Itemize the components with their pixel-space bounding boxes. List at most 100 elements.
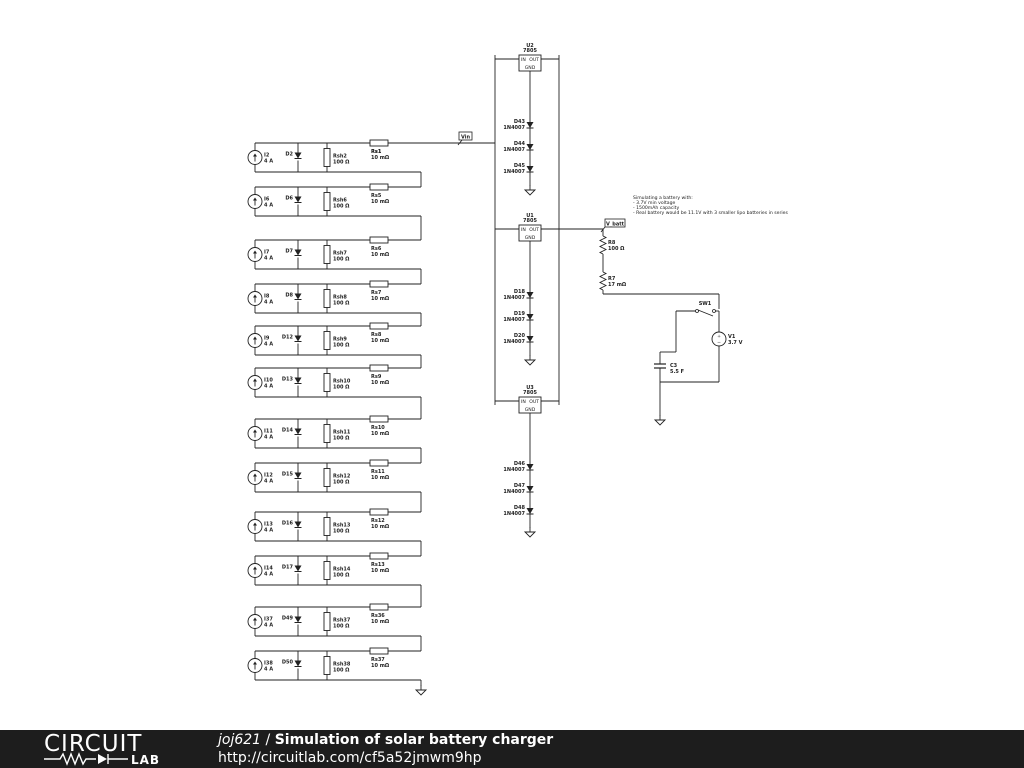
reg-ground-3 [523,527,537,538]
series-value-12: 10 mΩ [371,663,390,669]
reg-pin-gnd-1: GND [525,65,536,71]
voltage-source-v1 [711,331,727,347]
reg-diode-name-3-1: D46 [514,461,526,467]
series-name-11: Rs36 [371,613,385,619]
diode-name-3: D7 [285,249,293,255]
source-name-6: I10 [264,378,273,384]
reg-diode-3-2 [526,486,534,493]
bypass-diode-6 [294,377,302,384]
series-resistor-6 [369,364,389,372]
current-source-11 [247,614,263,629]
reg-pin-out-2: OUT [529,227,539,233]
shunt-name-4: Rsh8 [333,295,347,301]
reg-diode-part-2-2: 1N4007 [503,317,525,323]
current-source-12 [247,658,263,673]
shunt-resistor-12 [323,656,331,675]
reg-part-3: 7805 [523,390,537,396]
source-value-11: 4 A [264,623,273,629]
source-name-12: I38 [264,661,273,667]
source-value-4: 4 A [264,300,273,306]
vin-net-label [458,131,473,141]
circuit-url[interactable]: http://circuitlab.com/cf5a52jmwm9hp [218,750,482,766]
series-resistor-7 [369,415,389,423]
capacitor-ground [653,415,667,426]
diode-name-1: D2 [285,152,293,158]
author-link[interactable]: joj621 [218,732,262,748]
series-value-3: 10 mΩ [371,252,390,258]
reg-part-2: 7805 [523,218,537,224]
source-value-2: 4 A [264,203,273,209]
current-source-1 [247,150,263,165]
series-name-6: Rs9 [371,374,382,380]
reg-diode-name-1-1: D43 [514,119,526,125]
battery-note-line-1: Simulating a battery with: [633,195,693,201]
series-name-first: Rs1 [371,149,382,155]
current-source-4 [247,291,263,306]
circuitlab-logo[interactable]: CIRCUIT [44,731,143,757]
diode-name-2: D6 [285,196,293,202]
sw1-name: SW1 [699,301,712,307]
reg-pin-gnd-2: GND [525,235,536,241]
reg-pin-out-3: OUT [529,399,539,405]
shunt-name-11: Rsh37 [333,618,351,624]
series-value-5: 10 mΩ [371,338,390,344]
diode-name-9: D16 [282,521,294,527]
reg-diode-3-3 [526,508,534,515]
reg-name-3: U3 [526,385,534,391]
diode-name-12: D50 [282,660,294,666]
circuit-title: Simulation of solar battery charger [274,732,554,748]
reg-diode-name-3-3: D48 [514,505,526,511]
source-value-9: 4 A [264,528,273,534]
source-name-7: I11 [264,429,273,435]
source-value-6: 4 A [264,384,273,390]
series-resistor-2 [369,183,389,191]
bypass-diode-7 [294,428,302,435]
series-name-2: Rs5 [371,193,382,199]
series-value-6: 10 mΩ [371,380,390,386]
current-source-9 [247,519,263,534]
series-name-12: Rs37 [371,657,385,663]
shunt-resistor-11 [323,612,331,631]
shunt-value-10: 100 Ω [333,573,350,579]
series-resistor-9 [369,508,389,516]
diode-name-4: D8 [285,293,293,299]
series-resistor-10 [369,552,389,560]
reg-diode-2-2 [526,314,534,321]
reg-diode-part-2-3: 1N4007 [503,339,525,345]
reg-diode-1-3 [526,166,534,173]
shunt-name-7: Rsh11 [333,430,351,436]
bypass-diode-11 [294,616,302,623]
shunt-name-10: Rsh14 [333,567,351,573]
c3-value: 5.5 F [670,369,684,375]
reg-diode-part-3-3: 1N4007 [503,511,525,517]
r8-name: R8 [608,240,616,246]
shunt-name-1: Rsh2 [333,154,347,160]
shunt-value-12: 100 Ω [333,668,350,674]
shunt-value-9: 100 Ω [333,529,350,535]
shunt-name-5: Rsh9 [333,337,347,343]
source-name-10: I14 [264,566,273,572]
diode-name-7: D14 [282,428,294,434]
current-source-10 [247,563,263,578]
footer-bar: CIRCUIT LAB joj621 / Simulation of solar… [0,730,1024,768]
diode-name-6: D13 [282,377,294,383]
shunt-value-3: 100 Ω [333,257,350,263]
vin-net-text: Vin [461,135,470,141]
series-value-7: 10 mΩ [371,431,390,437]
series-resistor-5 [369,322,389,330]
shunt-value-7: 100 Ω [333,436,350,442]
series-name-9: Rs12 [371,518,385,524]
circuitlab-logo-lab: LAB [131,753,161,767]
reg-pin-in-2: IN [521,227,526,233]
series-name-7: Rs10 [371,425,385,431]
source-name-1: I2 [264,153,270,159]
diode-name-5: D12 [282,335,294,341]
reg-diode-1-1 [526,122,534,129]
reg-pin-out-1: OUT [529,57,539,63]
shunt-resistor-7 [323,424,331,443]
source-name-5: I9 [264,336,270,342]
series-resistor-11 [369,603,389,611]
reg-diode-name-1-3: D45 [514,163,526,169]
shunt-resistor-3 [323,245,331,264]
